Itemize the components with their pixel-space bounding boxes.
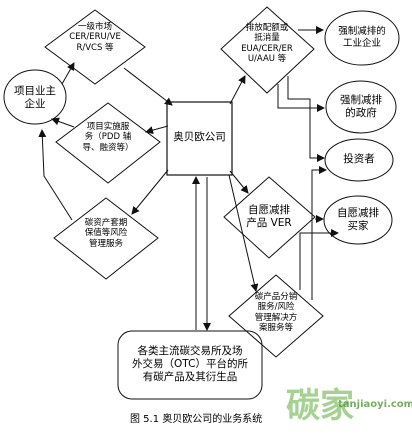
diamond-emission-quota — [220, 6, 315, 94]
node-company-shape — [166, 101, 233, 176]
watermark-brand: 碳家 — [286, 386, 354, 426]
watermark-url: tanjiaoyi.com — [338, 399, 412, 410]
arrow-company-to-risk — [131, 169, 169, 215]
node-forced-industry-shape — [324, 10, 400, 66]
arrow-project-services-to-owner — [51, 117, 75, 128]
node-investor-shape — [324, 138, 394, 182]
node-forced-industry: 强制减排的 工业企业 — [338, 26, 386, 49]
node-voluntary-buyer-shape — [323, 195, 393, 245]
node-forced-gov-shape — [325, 80, 397, 134]
arrow-company-to-distribution — [228, 174, 259, 292]
diamond-voluntary-ver — [223, 176, 316, 259]
diamond-primary-market — [44, 9, 146, 85]
node-forced-gov: 强制减排 的政府 — [340, 94, 382, 119]
node-project-owner-shape — [3, 69, 67, 125]
label-emission-quota: 排放配额或 抵消量 EUA/CER/ER U/AAU 等 — [241, 23, 293, 65]
arrow-company-to-quota — [229, 75, 246, 105]
arrow-company-to-voluntary-ver — [229, 170, 249, 194]
node-voluntary-buyer: 自愿减排 买家 — [337, 207, 379, 232]
label-project-services: 项目实施服 务（PDD 辅 导、融资等） — [82, 122, 134, 153]
arrow-distribution-to-investor — [311, 166, 327, 300]
node-exchanges-shape — [117, 330, 263, 400]
label-voluntary-ver: 自愿减排 产品 VER — [246, 204, 292, 229]
arrow-quota-to-investor — [287, 76, 325, 162]
diamond-project-services — [55, 102, 161, 184]
arrow-risk-to-owner — [38, 129, 73, 221]
label-primary-market: 一级市场 CER/ERU/VE R/VCS 等 — [69, 22, 121, 53]
arrow-distribution-to-forced-gov — [299, 229, 339, 290]
node-investor: 投资者 — [343, 153, 375, 165]
arrow-company-to-project-services — [145, 125, 169, 135]
figure-caption: 图 5.1 奥贝欧公司的业务系统 — [130, 414, 263, 425]
node-company: 奥贝欧公司 — [173, 131, 226, 143]
arrow-primary-to-company — [123, 67, 173, 106]
label-distribution-services: 碳产品分销 服务/风险 管理解决方 案服务等 — [254, 292, 298, 334]
arrow-owner-to-primary — [61, 62, 75, 85]
diamond-distribution-services — [228, 274, 324, 358]
node-exchanges: 各类主流碳交易所及场 外交易（OTC）平台的所 有碳产品及其衍生品 — [132, 345, 248, 383]
node-project-owner: 项目业主 企业 — [14, 85, 56, 110]
arrow-quota-to-forced-gov — [277, 84, 325, 112]
diamond-risk-management — [53, 197, 159, 280]
label-risk-management: 碳资产套期 保值等风险 管理服务 — [84, 218, 128, 249]
